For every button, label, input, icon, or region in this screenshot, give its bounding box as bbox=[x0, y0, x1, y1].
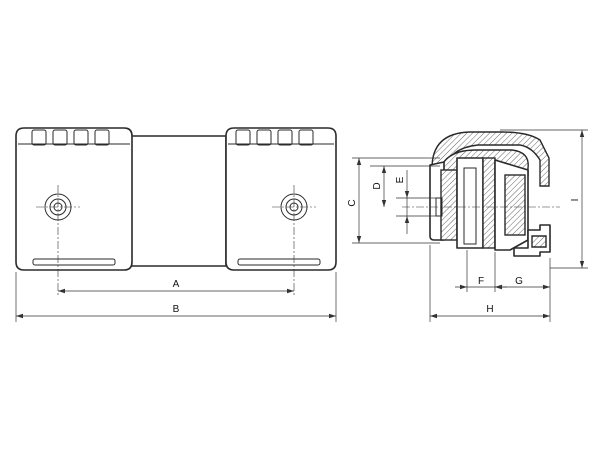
slot bbox=[73, 129, 89, 146]
dimension-e: E bbox=[395, 170, 410, 234]
link-connector bbox=[125, 135, 227, 267]
left-web bbox=[440, 169, 458, 241]
left-side-plate bbox=[15, 127, 133, 271]
dimension-i: I bbox=[570, 130, 585, 268]
dimension-label-f: F bbox=[478, 276, 484, 287]
slot bbox=[94, 129, 110, 146]
slot bbox=[235, 129, 251, 146]
section-view: C D E I F bbox=[347, 129, 588, 322]
center-body bbox=[456, 157, 484, 249]
bottom-rail bbox=[32, 258, 116, 266]
dimension-g: G bbox=[495, 276, 550, 290]
slot bbox=[277, 129, 293, 146]
dimension-b: B bbox=[16, 304, 336, 319]
dimension-label-g: G bbox=[515, 276, 523, 287]
dimension-label-h: H bbox=[486, 304, 493, 315]
slot bbox=[298, 129, 314, 146]
slot bbox=[52, 129, 68, 146]
cover-section bbox=[431, 131, 550, 187]
slot bbox=[31, 129, 47, 146]
dimension-d: D bbox=[372, 166, 387, 207]
dimension-label-d: D bbox=[372, 182, 383, 189]
dimension-label-a: A bbox=[173, 279, 180, 290]
right-inner-section bbox=[504, 174, 526, 236]
dimension-c: C bbox=[347, 158, 362, 243]
front-view: A B bbox=[15, 127, 337, 322]
slot bbox=[256, 129, 272, 146]
dimension-a: A bbox=[58, 279, 294, 294]
dimension-label-i: I bbox=[570, 199, 581, 202]
bottom-rail bbox=[237, 258, 321, 266]
dimension-label-e: E bbox=[395, 176, 406, 183]
dimension-label-b: B bbox=[173, 304, 180, 315]
right-side-plate bbox=[225, 127, 337, 271]
right-web bbox=[482, 157, 496, 249]
dimension-label-c: C bbox=[347, 199, 358, 206]
dimension-h: H bbox=[430, 304, 550, 319]
